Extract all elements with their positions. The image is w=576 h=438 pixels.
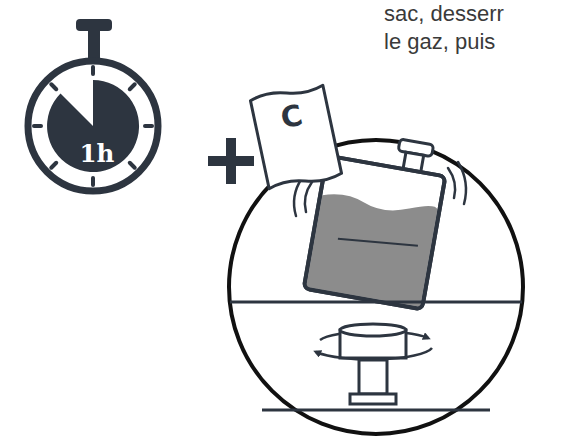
instruction-text: sac, desserr le gaz, puis xyxy=(384,0,524,56)
stopwatch-shape xyxy=(22,55,164,197)
plus-sign xyxy=(208,138,254,184)
table-line xyxy=(230,301,522,304)
sachet-shape xyxy=(245,77,347,198)
sachet: C xyxy=(245,77,347,198)
stopwatch: 1h xyxy=(22,55,164,197)
duration-text: 1h xyxy=(26,139,168,169)
turntable xyxy=(262,324,490,410)
stopwatch-crown xyxy=(76,19,112,58)
